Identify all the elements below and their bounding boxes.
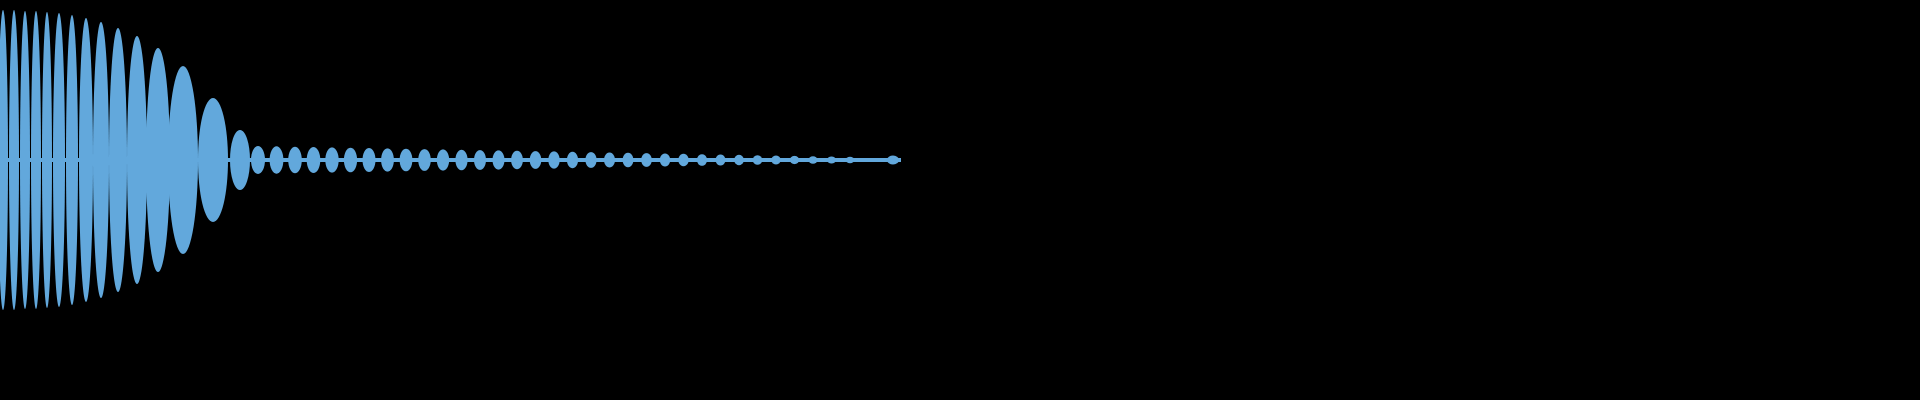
- waveform-lobe: [827, 156, 836, 164]
- waveform-lobe: [66, 15, 78, 305]
- waveform-lobe: [622, 152, 634, 168]
- waveform-lobe: [325, 147, 339, 173]
- waveform-lobe: [492, 150, 505, 170]
- waveform-lobe: [42, 12, 52, 308]
- waveform-lobe: [269, 146, 284, 174]
- waveform-lobe: [381, 148, 394, 172]
- waveform-lobe: [455, 149, 468, 171]
- waveform-lobe: [474, 150, 486, 170]
- waveform-lobe: [734, 154, 744, 166]
- waveform-lobe: [251, 146, 265, 174]
- waveform-lobe: [771, 155, 781, 165]
- waveform-lobe: [659, 153, 671, 167]
- waveform-lobe: [887, 155, 899, 165]
- waveform-lobe: [230, 130, 250, 190]
- waveform-lobe: [198, 98, 228, 222]
- waveform-lobe: [362, 148, 376, 172]
- waveform-lobe: [418, 149, 431, 171]
- waveform-lobe: [0, 10, 8, 310]
- waveform-lobe: [20, 11, 30, 309]
- waveform-lobe: [548, 151, 560, 169]
- waveform-lobe: [306, 147, 321, 173]
- waveform-lobe: [715, 154, 726, 166]
- waveform-baseline: [0, 158, 901, 162]
- waveform-lobe: [9, 10, 19, 310]
- waveform-lobe: [696, 154, 708, 166]
- waveform-lobe: [31, 11, 41, 309]
- waveform-lobe: [808, 156, 818, 164]
- waveform-lobe: [168, 66, 198, 254]
- waveform-lobe: [79, 18, 93, 302]
- waveform-lobe: [288, 146, 302, 174]
- waveform-lobe: [109, 28, 127, 292]
- waveform-lobe: [399, 148, 413, 172]
- waveform-lobe: [678, 153, 689, 167]
- waveform-lobe: [789, 155, 800, 165]
- waveform-lobe: [343, 147, 358, 173]
- waveform-lobe: [529, 151, 542, 169]
- waveform-lobe: [93, 22, 109, 298]
- waveform-lobe: [585, 152, 597, 168]
- waveform-lobe: [641, 153, 652, 167]
- waveform-lobe: [146, 48, 170, 272]
- waveform-lobe: [127, 36, 147, 284]
- waveform-lobe: [511, 150, 523, 170]
- waveform-lobe: [752, 155, 763, 165]
- waveform-lobe: [604, 152, 615, 168]
- waveform-lobe: [436, 149, 450, 171]
- waveform-lobe: [845, 156, 855, 164]
- waveform-lobe: [566, 151, 579, 169]
- waveform-lobe: [53, 13, 65, 307]
